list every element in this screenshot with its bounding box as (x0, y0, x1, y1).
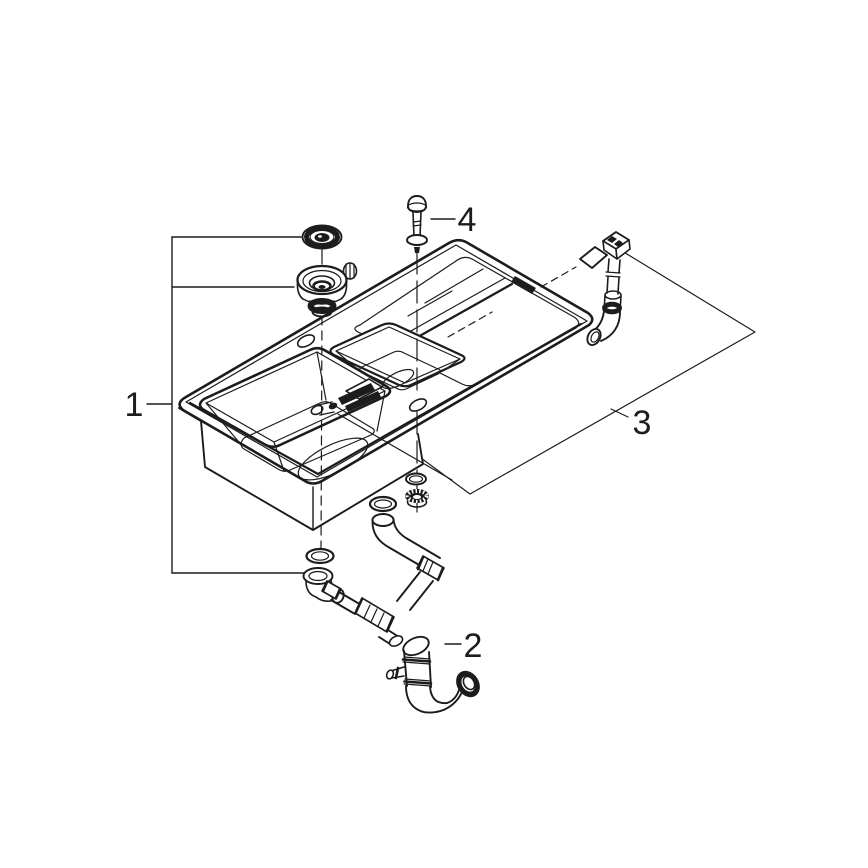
strainer-basket-plug (301, 224, 343, 250)
pipe-coupling-left (321, 580, 342, 600)
clip-pin (310, 404, 324, 416)
callout-labels: 1 2 3 4 (125, 201, 652, 665)
sink-body (178, 238, 594, 531)
sink-rim-inner (185, 244, 588, 478)
pipe-coupling-upper (416, 555, 445, 582)
drainboard-outline (354, 256, 580, 387)
drain-pipe-assembly (321, 495, 480, 714)
middle-bowl-drain-recess (381, 368, 415, 390)
middle-bowl (329, 322, 466, 388)
overflow-cover (602, 231, 631, 260)
knob-fixing-washer (405, 472, 427, 486)
pipe-center-joint (354, 597, 395, 633)
callout-4: 4 (458, 201, 477, 239)
middle-drain-gasket (368, 495, 398, 513)
overflow-gasket (579, 246, 608, 269)
hose-barb (385, 669, 395, 680)
left-drain-gasket (305, 547, 335, 565)
left-bowl-drain-recess (297, 437, 369, 481)
left-bowl (198, 346, 392, 449)
drainboard-grooves (392, 268, 514, 349)
deck-hole-rear (296, 334, 316, 348)
axis-strainer (320, 315, 323, 551)
part3-leader-line (610, 408, 629, 418)
fixing-clip (310, 378, 453, 481)
callout-3: 3 (633, 404, 652, 442)
overflow-dashed-leader (540, 266, 577, 288)
trap-pipe (385, 635, 480, 714)
knob-fixing-nut (405, 489, 429, 508)
callout-2: 2 (464, 627, 483, 665)
callout-1: 1 (125, 386, 144, 424)
pull-knob (406, 195, 428, 253)
overflow-assembly (540, 231, 631, 346)
strainer-body (296, 262, 358, 318)
part1-bracket (146, 236, 308, 574)
overflow-tube (586, 258, 622, 346)
deck-hole-front (408, 398, 428, 412)
overflow-slot (511, 276, 536, 294)
